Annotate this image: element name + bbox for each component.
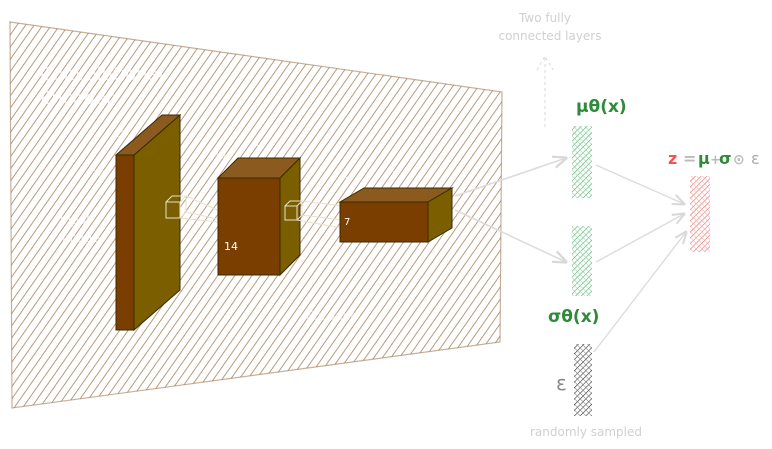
- dim-label-14-top: 14: [214, 152, 227, 163]
- epsilon-label: ε: [556, 371, 567, 395]
- fc-note-line2: connected layers: [498, 29, 601, 43]
- encoder-title-line2: Encoder: [40, 88, 114, 109]
- dim-label-7-top: 7: [342, 176, 348, 187]
- encoder-title-line1: Convolutional: [40, 64, 164, 85]
- sigma-label: σθ(x): [548, 307, 599, 327]
- dim-label-14-side: 14: [254, 138, 267, 149]
- sigma-vector: [572, 226, 592, 296]
- conv-block-7: [338, 187, 454, 243]
- mu-vector: [572, 126, 592, 198]
- encoder-to-heads-arrows: [454, 158, 566, 262]
- input-label-line1: Input: [60, 213, 91, 227]
- conv-block-input: [114, 113, 182, 332]
- epsilon-vector: [574, 344, 592, 416]
- random-sample-note: randomly sampled: [530, 425, 642, 439]
- dim-label-28-side: 28: [92, 169, 105, 180]
- dim-label-14-front: 14: [224, 240, 238, 253]
- formula-plus: +: [710, 153, 721, 168]
- conv-block-14: [216, 156, 302, 277]
- heads-to-z-arrows: [593, 164, 686, 353]
- input-label-line2: Image: [62, 231, 100, 245]
- formula-epsilon: ε: [751, 149, 760, 168]
- reparam-formula: z = μ + σ ⊙ ε: [668, 149, 760, 168]
- formula-mu: μ: [698, 149, 710, 168]
- dim-label-7-side: 7: [392, 170, 398, 181]
- formula-z: z: [668, 149, 677, 168]
- dim-label-7-front: 7: [344, 217, 350, 228]
- kernel-cube-1: [165, 195, 223, 223]
- formula-sigma: σ: [719, 149, 731, 168]
- formula-odot: ⊙: [733, 152, 745, 168]
- fc-note-line1: Two fully: [518, 11, 571, 25]
- dim-label-28-top: 28: [114, 129, 127, 140]
- dim-label-1: 1: [282, 292, 288, 303]
- fc-note-pointer: [536, 54, 554, 130]
- formula-eq: =: [683, 149, 696, 168]
- kernel-cube-2: [284, 200, 343, 229]
- mu-label: μθ(x): [576, 97, 627, 117]
- z-vector: [690, 176, 710, 252]
- encoder-footer-label: Encoder: [306, 309, 355, 323]
